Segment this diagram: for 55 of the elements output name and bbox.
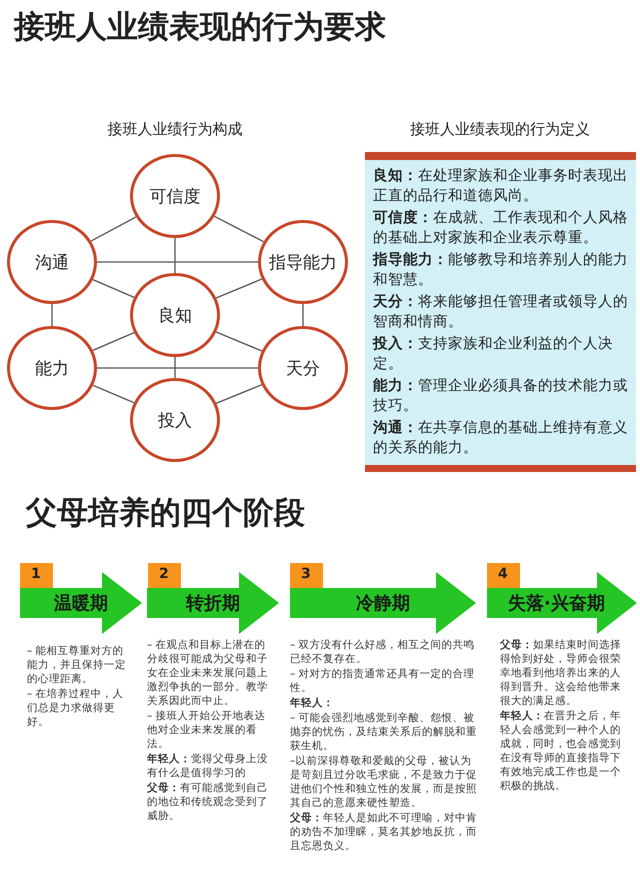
connector-line xyxy=(216,384,262,404)
stage-description: 年轻人：觉得父母身上没有什么是值得学习的 xyxy=(147,752,269,780)
stage-description: –以前深得尊敬和爱戴的父母，被认为是苛刻且过分吹毛求疵，不是致力于促进他们个性和独立性的发展，而是按照其自己的意愿来硬性塑造。 xyxy=(290,754,478,810)
stage-number: 1 xyxy=(20,563,53,588)
stage-number: 3 xyxy=(290,563,323,588)
definition-text: 沟通：在共享信息的基础上维持有意义的关系的能力。 xyxy=(373,418,628,458)
stage-description: 父母：年轻人是如此不可理喻，对中肯的劝告不加理睬，莫名其妙地反抗，而且忘恩负义。 xyxy=(290,811,478,853)
definition-text: 指导能力：能够教导和培养别人的能力和智慧。 xyxy=(373,250,628,290)
stage-description: 父母：有可能感觉到自己的地位和传统观念受到了威胁。 xyxy=(147,781,269,823)
section-heading: 父母培养的四个阶段 xyxy=(26,494,305,533)
stage-description: – 可能会强烈地感觉到辛酸、怨恨、被抛弃的忧伤，及结束关系后的解脱和重获生机。 xyxy=(290,711,478,753)
connector-line xyxy=(92,279,134,298)
stage-description: – 在培养过程中，人们总是力求做得更好。 xyxy=(27,687,125,729)
definition-text: 可信度：在成就、工作表现和个人风格的基础上对家族和企业表示尊重。 xyxy=(373,208,628,248)
definition-text: 能力：管理企业必须具备的技术能力或技巧。 xyxy=(373,376,628,416)
stage-name: 温暖期 xyxy=(54,592,108,615)
stage-description: 年轻人：在晋升之后，年轻人会感觉到一种个人的成就，同时，也会感觉到在没有导师的直接指导下有效地完成工作也是一个积极的挑战。 xyxy=(500,709,622,793)
definition-text: 天分：将来能够担任管理者或领导人的智商和情商。 xyxy=(373,293,628,332)
definition-text: 良知：在处理家族和企业事务时表现出正直的品行和道德风尚。 xyxy=(373,166,628,206)
connector-line xyxy=(51,304,53,326)
trait-circle: 良知 xyxy=(130,273,220,357)
stage-name: 冷静期 xyxy=(356,592,410,615)
column-heading: 接班人业绩表现的行为定义 xyxy=(409,120,591,139)
stage-name: 失落·兴奋期 xyxy=(508,592,605,615)
stage-description: 年轻人： xyxy=(290,696,335,710)
definition-text: 投入：支持家族和企业利益的个人决定。 xyxy=(373,334,614,374)
connector-line xyxy=(97,367,258,369)
connector-line xyxy=(216,278,262,299)
stage-description: – 双方没有什么好感，相互之间的共鸣已经不复存在。 xyxy=(290,638,476,666)
connector-line xyxy=(302,304,304,326)
connector-line xyxy=(92,384,134,404)
trait-circle: 天分 xyxy=(258,326,348,410)
connector-line xyxy=(174,238,176,273)
connector-line xyxy=(97,261,258,263)
stage-number: 4 xyxy=(487,563,520,588)
stage-description: – 能相互尊重对方的能力，并且保持一定的心理距离。 xyxy=(27,644,127,686)
title: 接班人业绩表现的行为要求 xyxy=(14,8,386,47)
stage-number: 2 xyxy=(148,563,181,588)
column-heading: 接班人业绩行为构成 xyxy=(106,120,244,139)
connector-line xyxy=(216,331,262,352)
stage-description: – 在观点和目标上潜在的分歧很可能成为父母和子女在企业未来发展问题上激烈争执的一部分。教学关系因此而中止。 xyxy=(147,638,269,708)
stage-description: – 对对方的指责通常还具有一定的合理性。 xyxy=(290,667,476,695)
trait-circle: 投入 xyxy=(130,378,220,462)
stage-description: – 接班人开始公开地表达他对企业未来发展的看法。 xyxy=(147,709,267,751)
trait-circle: 可信度 xyxy=(130,154,220,238)
stage-name: 转折期 xyxy=(186,592,240,615)
connector-line xyxy=(174,357,176,378)
connector-line xyxy=(92,332,134,351)
connector-line xyxy=(214,216,264,242)
stage-description: 父母：如果结束时间选择得恰到好处，导师会很荣幸地看到他培养出来的人得到晋升。这会给他带来很大的满足感。 xyxy=(500,638,622,708)
definition-panel xyxy=(365,152,636,472)
trait-circle: 沟通 xyxy=(7,220,97,304)
trait-circle: 能力 xyxy=(7,326,97,410)
connector-line xyxy=(90,216,136,242)
trait-circle: 指导能力 xyxy=(258,220,348,304)
